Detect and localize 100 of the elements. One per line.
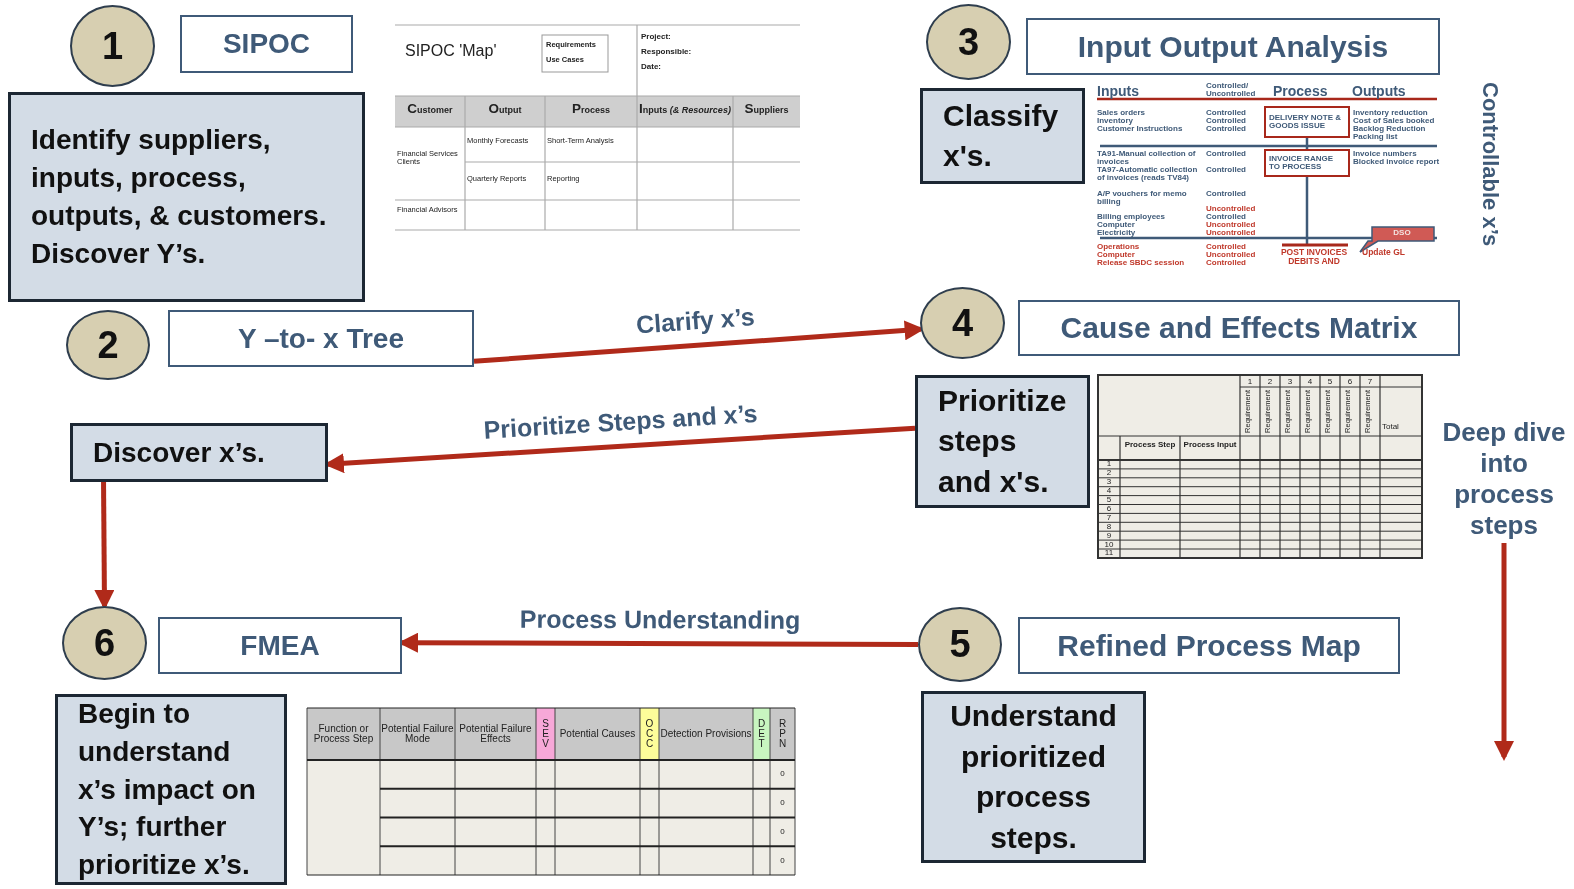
step-title-box: SIPOC — [180, 15, 353, 73]
input-item: Electricity — [1097, 229, 1137, 237]
status-text: Controlled — [1206, 243, 1247, 251]
output-item: Inventory reduction — [1353, 109, 1429, 117]
description-box: Understand prioritized process steps. — [921, 691, 1146, 863]
column-number: 7 — [1366, 376, 1374, 387]
input-item: TA97-Automatic collection of invoices (reads TV84) — [1097, 166, 1199, 182]
status-text: Controlled — [1206, 125, 1247, 133]
column-header: Process Input — [1182, 441, 1238, 450]
column-header: Output — [487, 102, 523, 117]
row-number: 1 — [1105, 460, 1113, 469]
column-header: Customer — [406, 102, 454, 117]
table-text: 0 — [779, 797, 786, 810]
column-header: Inputs — [1097, 84, 1140, 98]
form-title: SIPOC 'Map' — [405, 42, 498, 60]
row-number: 4 — [1105, 486, 1113, 496]
process-box: DELIVERY NOTE & GOODS ISSUE — [1264, 106, 1350, 138]
status-text: Controlled — [1206, 117, 1247, 125]
column-header: Potential Failure Mode — [381, 722, 454, 746]
input-item: Sales orders — [1097, 109, 1147, 117]
output-item: Update GL — [1362, 248, 1406, 257]
input-item: Operations — [1097, 243, 1141, 251]
status-text: Uncontrolled — [1206, 221, 1257, 229]
field-label: Responsible: — [641, 48, 693, 57]
column-header: Process — [1273, 84, 1329, 98]
column-header: Process — [570, 102, 611, 117]
step-number-circle: 1 — [70, 5, 155, 87]
column-header: RPN — [778, 717, 787, 751]
status-text: Controlled — [1206, 109, 1247, 117]
column-header: Inputs (& Resources) — [638, 102, 732, 117]
column-number: 5 — [1326, 376, 1334, 387]
table-text: 0 — [779, 825, 786, 838]
column-header: Potential Causes — [558, 727, 637, 741]
step-number-circle: 6 — [62, 606, 147, 680]
column-number: 1 — [1246, 376, 1254, 387]
description-box: Prioritize steps and x's. — [915, 375, 1090, 508]
column-header: Function or Process Step — [312, 722, 375, 746]
status-text: Uncontrolled — [1206, 205, 1257, 213]
input-item: TA91-Manual collection of invoices — [1097, 150, 1197, 166]
output-item: Blocked invoice report — [1353, 158, 1441, 166]
status-text: Uncontrolled — [1206, 229, 1257, 237]
column-header: Controlled/ Uncontrolled — [1206, 82, 1257, 98]
column-header: Detection Provisions — [660, 727, 752, 741]
callout-text: DSO — [1392, 229, 1412, 238]
column-number: 4 — [1306, 376, 1314, 387]
process-step-text: POST INVOICES DEBITS AND — [1279, 248, 1349, 265]
description-box: Identify suppliers, inputs, process, outputs, & customers. Discover Y’s. — [8, 92, 365, 302]
row-number: 2 — [1105, 468, 1113, 478]
step-title-box: Y –to- x Tree — [168, 310, 474, 367]
column-number: 3 — [1286, 376, 1294, 387]
output-item: Packing list — [1353, 133, 1399, 141]
field-label: Date: — [641, 63, 662, 72]
column-header: SEV — [541, 717, 550, 751]
row-number: 7 — [1105, 513, 1113, 523]
status-text: Controlled — [1206, 259, 1247, 267]
column-header: OCC — [645, 717, 654, 751]
step-title-box: Input Output Analysis — [1026, 18, 1440, 75]
input-item: Computer — [1097, 251, 1135, 259]
row-number: 9 — [1105, 531, 1113, 541]
column-number: 6 — [1346, 376, 1354, 387]
step-number-circle: 2 — [66, 310, 150, 380]
description-box: Discover x’s. — [70, 423, 328, 482]
column-header: Potential Failure Effects — [458, 722, 533, 746]
column-header: Suppliers — [743, 102, 790, 117]
row-number: 8 — [1105, 522, 1113, 532]
table-text: 0 — [779, 854, 786, 867]
output-item: Backlog Reduction — [1353, 125, 1427, 133]
input-item: Customer Instructions — [1097, 125, 1184, 133]
description-box: Begin to understand x’s impact on Y’s; further prioritize x’s. — [55, 694, 287, 885]
step-title-box: Refined Process Map — [1018, 617, 1400, 674]
input-item: Release SBDC session — [1097, 259, 1186, 267]
side-note-text: Deep dive into process steps — [1440, 415, 1568, 543]
output-item: Cost of Sales booked — [1353, 117, 1436, 125]
step-title-box: Cause and Effects Matrix — [1018, 300, 1460, 356]
field-label: Project: — [641, 33, 672, 42]
output-item: Invoice numbers — [1353, 150, 1418, 158]
row-number: 3 — [1105, 477, 1113, 487]
step-number-circle: 4 — [920, 287, 1005, 359]
input-item: Inventory — [1097, 117, 1133, 125]
column-header: DET — [757, 717, 766, 751]
description-box: Classify x's. — [920, 88, 1085, 184]
input-item: A/P vouchers for memo billing — [1097, 190, 1188, 206]
column-header: Outputs — [1352, 84, 1407, 98]
input-item: Computer — [1097, 221, 1136, 229]
table-text: 0 — [779, 768, 786, 781]
status-text: Controlled — [1206, 190, 1247, 198]
process-box: INVOICE RANGE TO PROCESS — [1264, 149, 1350, 177]
status-text: Controlled — [1206, 213, 1247, 221]
arrow — [1494, 543, 1514, 761]
step-title-box: FMEA — [158, 617, 402, 674]
status-text: Uncontrolled — [1206, 251, 1257, 259]
column-header: Process Step — [1123, 441, 1177, 450]
row-number: 11 — [1103, 549, 1115, 558]
step-number-circle: 3 — [926, 4, 1011, 80]
side-label: Controllable x’s — [1478, 82, 1503, 247]
row-number: 5 — [1105, 495, 1113, 505]
step-number-circle: 5 — [918, 607, 1002, 682]
row-number: 10 — [1103, 540, 1115, 549]
row-number: 6 — [1105, 504, 1113, 514]
input-item: Billing employees — [1097, 213, 1167, 221]
